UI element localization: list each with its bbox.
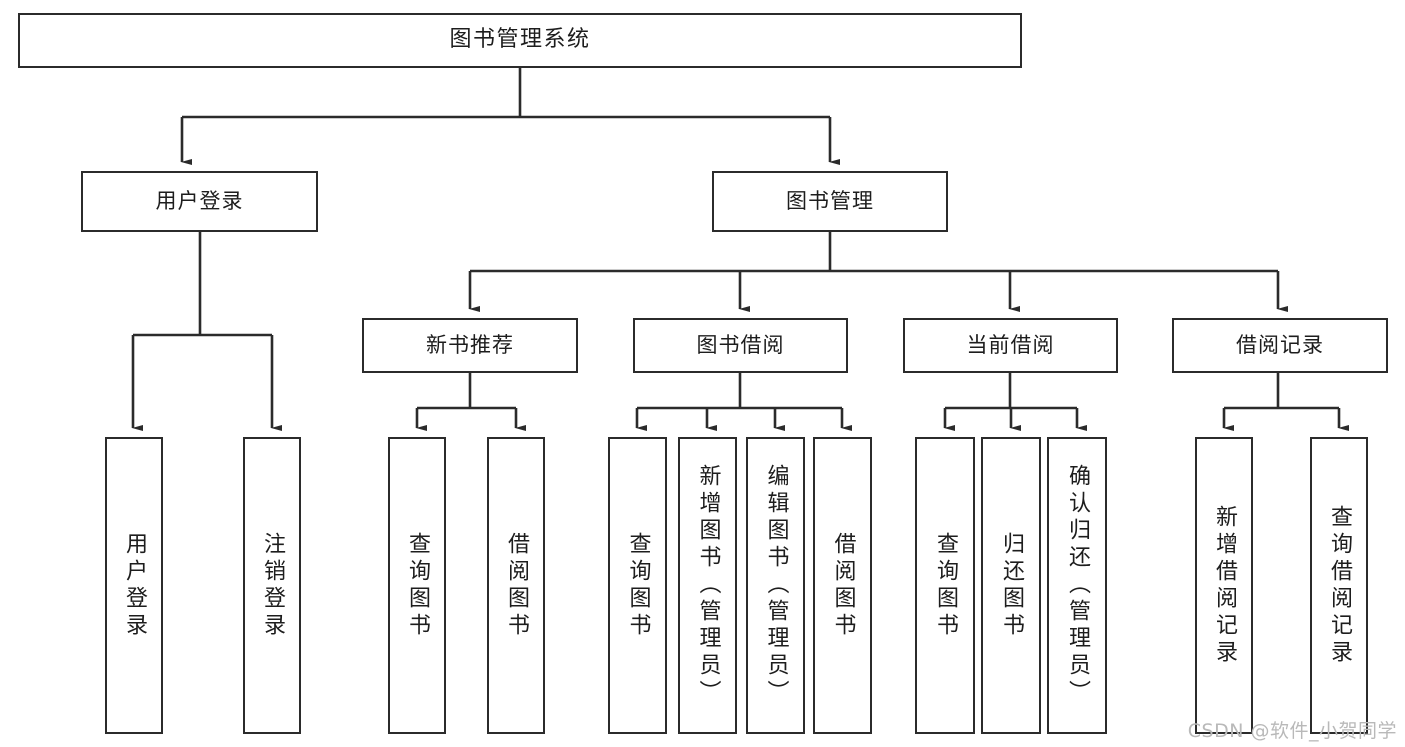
leaf-logout[interactable]: 注销登录 (243, 437, 301, 734)
leaf-label: 新增图书（管理员） (695, 464, 721, 707)
node-borrow-record-label: 借阅记录 (1236, 332, 1324, 357)
node-new-book-recommend-label: 新书推荐 (426, 332, 514, 357)
node-new-book-recommend[interactable]: 新书推荐 (362, 318, 578, 373)
leaf-label: 查询图书 (405, 531, 430, 640)
node-book-borrow-label: 图书借阅 (696, 332, 785, 357)
leaf-query-borrow-record[interactable]: 查询借阅记录 (1310, 437, 1368, 734)
node-root-label: 图书管理系统 (449, 27, 591, 53)
leaf-borrow-book-new[interactable]: 借阅图书 (487, 437, 545, 734)
node-current-borrow-label: 当前借阅 (966, 332, 1055, 357)
leaf-label: 查询借阅记录 (1327, 504, 1352, 667)
leaf-query-book-new[interactable]: 查询图书 (388, 437, 446, 734)
leaf-label: 查询图书 (933, 531, 958, 640)
leaf-label: 新增借阅记录 (1212, 504, 1237, 667)
node-book-borrow[interactable]: 图书借阅 (633, 318, 848, 373)
node-book-management[interactable]: 图书管理 (712, 171, 948, 232)
leaf-query-book-current[interactable]: 查询图书 (915, 437, 975, 734)
leaf-add-borrow-record[interactable]: 新增借阅记录 (1195, 437, 1253, 734)
leaf-query-book-borrow[interactable]: 查询图书 (608, 437, 667, 734)
leaf-user-login[interactable]: 用户登录 (105, 437, 163, 734)
leaf-add-book-admin[interactable]: 新增图书（管理员） (678, 437, 737, 734)
leaf-edit-book-admin[interactable]: 编辑图书（管理员） (746, 437, 805, 734)
node-user-login[interactable]: 用户登录 (81, 171, 318, 232)
leaf-label: 借阅图书 (830, 531, 856, 640)
leaf-label: 借阅图书 (504, 531, 529, 640)
node-borrow-record[interactable]: 借阅记录 (1172, 318, 1388, 373)
leaf-confirm-return-admin[interactable]: 确认归还（管理员） (1047, 437, 1107, 734)
node-root[interactable]: 图书管理系统 (18, 13, 1022, 68)
leaf-label: 用户登录 (122, 531, 147, 640)
leaf-label: 确认归还（管理员） (1065, 464, 1090, 707)
leaf-label: 注销登录 (260, 531, 285, 640)
leaf-borrow-book[interactable]: 借阅图书 (813, 437, 872, 734)
leaf-label: 编辑图书（管理员） (763, 464, 789, 707)
node-book-management-label: 图书管理 (786, 188, 874, 213)
node-current-borrow[interactable]: 当前借阅 (903, 318, 1118, 373)
leaf-label: 查询图书 (625, 531, 651, 640)
leaf-label: 归还图书 (999, 531, 1024, 640)
node-user-login-label: 用户登录 (155, 188, 244, 213)
leaf-return-book[interactable]: 归还图书 (981, 437, 1041, 734)
